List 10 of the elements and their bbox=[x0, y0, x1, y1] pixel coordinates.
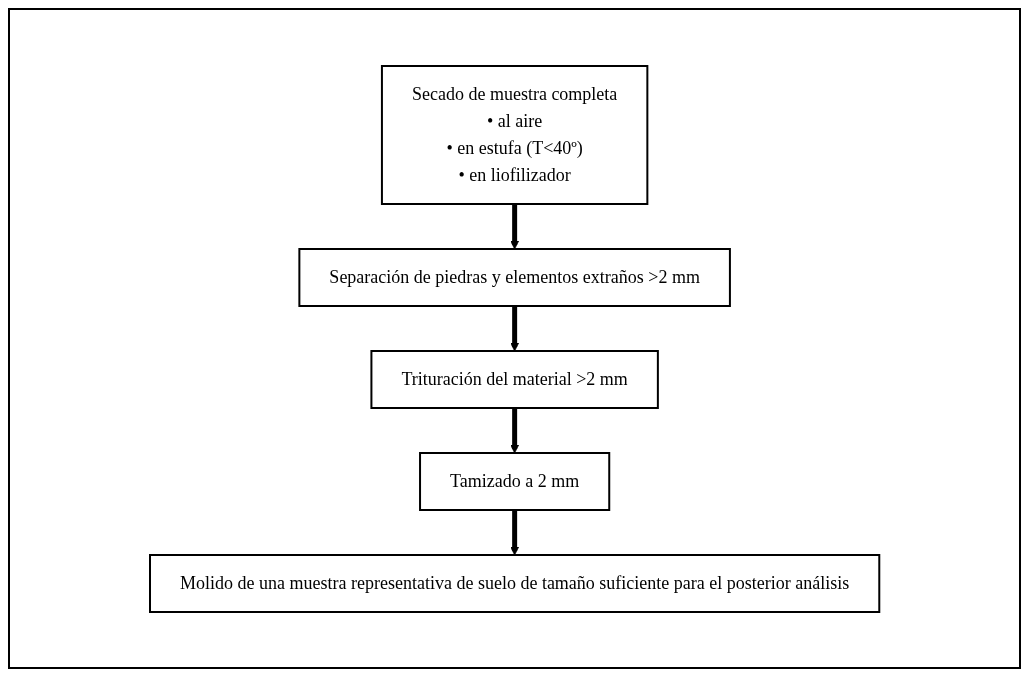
arrow bbox=[510, 509, 519, 555]
arrow bbox=[510, 305, 519, 351]
node-box bbox=[298, 247, 731, 307]
diagram-frame: Secado de muestra completa • al aire • en estufa (T<40º) • en liofilizador Separación de piedras y elementos extraños >2 mm Trituración del material >2 mm Tamizado a 2 mm Molido de una muestra representativa de suelo de tamaño suficiente para el posterior análisis bbox=[8, 8, 1021, 669]
node-box bbox=[418, 451, 611, 511]
node-box bbox=[370, 349, 659, 409]
arrow bbox=[510, 203, 519, 249]
arrow bbox=[510, 407, 519, 453]
node-box bbox=[148, 553, 881, 613]
node-box bbox=[380, 64, 649, 205]
